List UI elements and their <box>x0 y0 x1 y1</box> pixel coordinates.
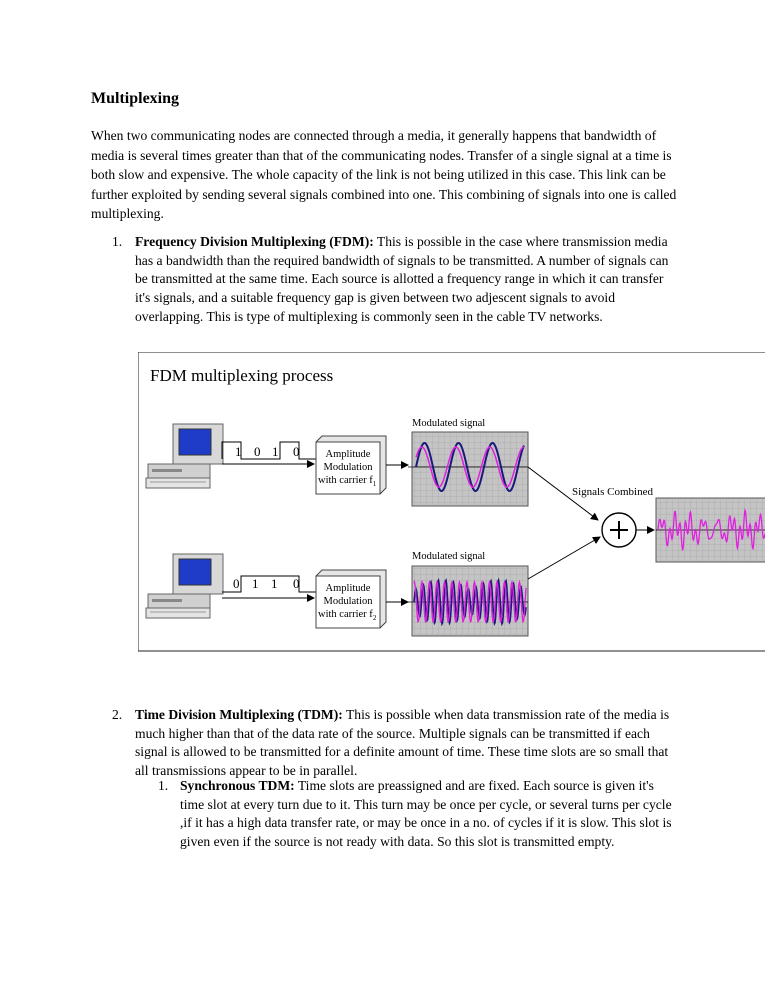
sync-tdm-term: Synchronous TDM: <box>180 778 295 793</box>
amplitude-modulation-box-top: Amplitude Modulation with carrier f1 <box>315 435 387 495</box>
tdm-number: 2. <box>112 707 123 722</box>
combined-signal-plot <box>655 497 765 563</box>
fdm-text: This is possible in the case where trans… <box>135 234 669 324</box>
bit-top-3: 1 <box>272 444 279 459</box>
fdm-item: Frequency Division Multiplexing (FDM): T… <box>135 233 675 327</box>
combiner-plus-icon <box>601 512 637 548</box>
svg-text:Modulation: Modulation <box>324 596 374 607</box>
bit-top-2: 0 <box>254 444 261 459</box>
bit-top-1: 1 <box>235 444 242 459</box>
section-heading: Multiplexing <box>91 90 180 107</box>
modulated-label-top: Modulated signal <box>412 418 485 429</box>
computer-icon-bottom <box>145 553 224 619</box>
bit-bottom-3: 1 <box>271 576 278 591</box>
fdm-diagram: FDM multiplexing process 1 0 1 0 Amplitu… <box>138 352 765 652</box>
bit-bottom-4: 0 <box>293 576 300 591</box>
signals-combined-label: Signals Combined <box>572 486 653 498</box>
svg-text:with carrier f1: with carrier f1 <box>318 475 377 488</box>
bit-top-4: 0 <box>293 444 300 459</box>
diagram-title: FDM multiplexing process <box>150 366 333 385</box>
fdm-number: 1. <box>112 234 123 249</box>
svg-text:Modulation: Modulation <box>324 462 374 473</box>
computer-icon-top <box>145 423 224 489</box>
diagram-frame <box>138 352 765 652</box>
tdm-text: This is possible when data transmission … <box>135 707 670 779</box>
bit-bottom-1: 0 <box>233 576 240 591</box>
svg-text:with carrier f2: with carrier f2 <box>318 609 377 622</box>
sync-tdm-number: 1. <box>158 778 169 793</box>
sync-tdm-text: Time slots are preassigned and are fixed… <box>180 778 672 850</box>
modulated-signal-plot-bottom <box>408 565 529 637</box>
sync-tdm-item: Synchronous TDM: Time slots are preassig… <box>180 777 680 852</box>
tdm-term: Time Division Multiplexing (TDM): <box>135 707 343 722</box>
intro-paragraph: When two communicating nodes are connect… <box>91 128 677 221</box>
modulated-signal-plot-top <box>408 431 529 507</box>
svg-text:Amplitude: Amplitude <box>326 449 371 460</box>
fdm-term: Frequency Division Multiplexing (FDM): <box>135 234 374 249</box>
svg-text:Amplitude: Amplitude <box>326 583 371 594</box>
tdm-item: Time Division Multiplexing (TDM): This i… <box>135 706 680 781</box>
amplitude-modulation-box-bottom: Amplitude Modulation with carrier f2 <box>315 569 387 629</box>
modulated-label-bottom: Modulated signal <box>412 551 485 562</box>
bit-bottom-2: 1 <box>252 576 259 591</box>
